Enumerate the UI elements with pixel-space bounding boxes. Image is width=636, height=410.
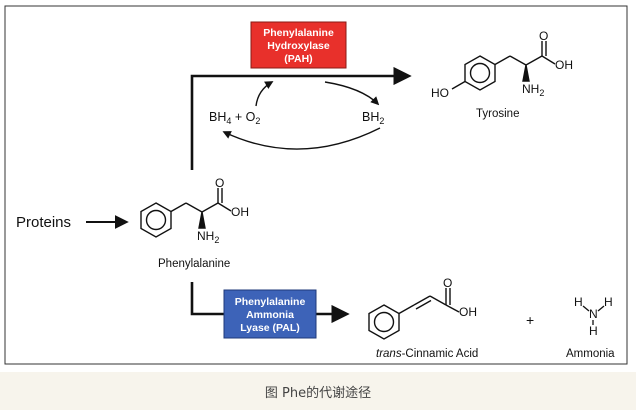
- bh2-cofactor: BH2: [362, 110, 384, 126]
- tyr-ho-group: HO: [431, 86, 449, 100]
- pal-label-line2: Ammonia: [246, 309, 294, 321]
- pah-label-line1: Phenylalanine: [263, 27, 334, 39]
- phe-oh-group: OH: [231, 205, 249, 219]
- cycle-arrow-to-bh2: [324, 81, 380, 106]
- tyr-oh-group: OH: [555, 58, 573, 72]
- cycle-arrow-regeneration: [222, 127, 381, 150]
- figure-caption: 图 Phe的代谢途径: [264, 385, 372, 401]
- proteins-label: Proteins: [16, 214, 71, 231]
- cycle-arrow-bh4-up: [255, 81, 274, 107]
- pah-pathway-arrow: [190, 66, 412, 170]
- bh4-o2-cofactor: BH4 + O2: [209, 110, 260, 126]
- cinnamic-acid-structure: [368, 288, 460, 340]
- pal-label-line3: Lyase (PAL): [240, 322, 300, 334]
- plus-sign: +: [526, 312, 534, 328]
- ammonia-h-left: H: [574, 295, 583, 309]
- pal-enzyme-box: [223, 289, 317, 339]
- pah-label-line2: Hydroxylase: [267, 40, 330, 52]
- ammonia-h-right: H: [604, 295, 613, 309]
- pah-enzyme-box: [250, 21, 347, 69]
- figure-caption-bar: 图 Phe的代谢途径: [0, 372, 636, 410]
- ammonia-bonds: [582, 305, 605, 325]
- phenylalanine-structure: [140, 188, 232, 238]
- pah-label-line3: (PAH): [284, 53, 312, 65]
- phe-o-atom: O: [215, 176, 224, 190]
- phe-nh2-group: NH2: [197, 229, 219, 245]
- ammonia-h-bottom: H: [589, 324, 598, 338]
- tyrosine-structure: [451, 41, 556, 91]
- ammonia-n-atom: N: [589, 307, 598, 321]
- phenylalanine-label: Phenylalanine: [158, 258, 230, 270]
- ammonia-label: Ammonia: [566, 348, 615, 360]
- tyr-o-atom: O: [539, 29, 548, 43]
- pal-label-line1: Phenylalanine: [235, 296, 306, 308]
- cin-oh-group: OH: [459, 305, 477, 319]
- tyr-nh2-group: NH2: [522, 82, 544, 98]
- phenylalanine-metabolism-diagram: Proteins O OH NH2 Phenylalanine Phenylal…: [4, 5, 628, 365]
- tyrosine-label: Tyrosine: [476, 108, 519, 120]
- cin-o-atom: O: [443, 276, 452, 290]
- cinnamic-acid-label: trans-Cinnamic Acid: [376, 348, 478, 360]
